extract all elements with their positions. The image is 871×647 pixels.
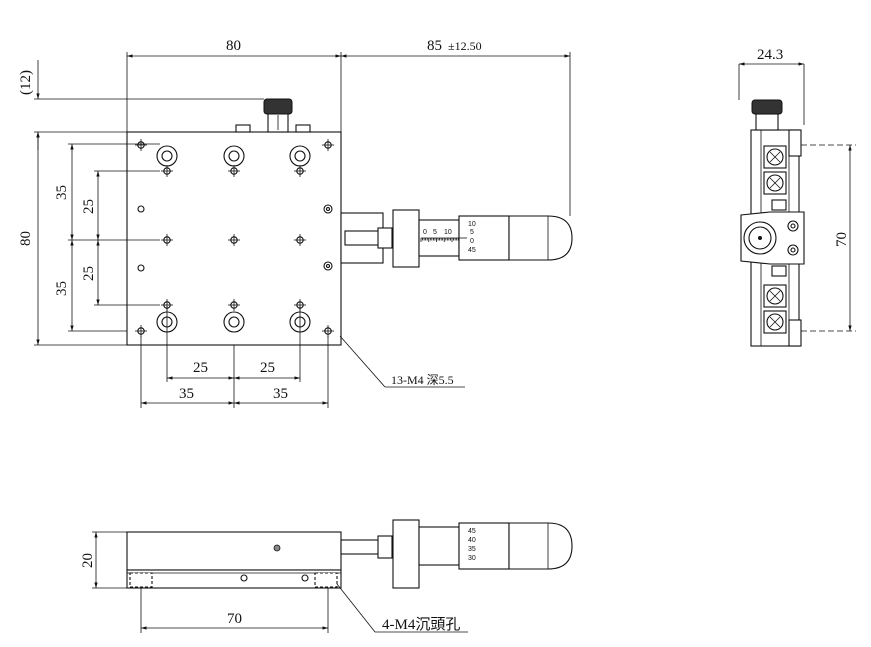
tapped-hole xyxy=(322,139,334,151)
tapped-hole xyxy=(294,234,306,246)
callout-counterbore-holes: 4-M4沉頭孔 xyxy=(382,616,460,633)
thimble-label-1: 10 xyxy=(468,221,476,228)
thimble-label-2: 5 xyxy=(470,229,474,236)
tapped-holes xyxy=(135,139,334,337)
dim-knob-offset: (12) xyxy=(18,70,34,95)
side-screw xyxy=(763,310,787,334)
dim-left-height: 80 xyxy=(18,231,34,246)
lock-knob xyxy=(263,98,293,133)
sleeve-label-0: 0 xyxy=(423,229,427,236)
micrometer-top: 0 5 10 10 5 0 45 xyxy=(340,209,573,268)
dim-bottom-step-right: 25 xyxy=(260,360,275,376)
side-view: 24.3 70 xyxy=(738,47,856,347)
dim-bottom-span-right: 35 xyxy=(273,386,288,402)
tapped-hole xyxy=(135,139,147,151)
dim-front-height: 20 xyxy=(80,553,96,568)
thimble-label-3: 0 xyxy=(470,238,474,245)
dim-span-lower: 35 xyxy=(54,281,70,296)
tapped-hole xyxy=(322,325,334,337)
callout-tapped-holes: 13-M4 深5.5 xyxy=(391,373,454,387)
front-thimble-3: 35 xyxy=(468,546,476,553)
front-thimble-1: 45 xyxy=(468,528,476,535)
dim-step-lower: 25 xyxy=(81,266,97,281)
dim-step-upper: 25 xyxy=(81,199,97,214)
tapped-hole xyxy=(294,299,306,311)
tapped-hole xyxy=(228,165,240,177)
tapped-hole xyxy=(135,325,147,337)
tapped-hole xyxy=(294,165,306,177)
side-screw xyxy=(763,145,787,169)
front-thimble-2: 40 xyxy=(468,537,476,544)
side-screw xyxy=(763,284,787,308)
front-view: 45 40 35 30 20 70 4-M4沉頭孔 xyxy=(80,519,573,633)
dim-bottom-step-left: 25 xyxy=(193,360,208,376)
dim-front-width: 70 xyxy=(227,611,242,627)
side-screw xyxy=(763,171,787,195)
dim-span-upper: 35 xyxy=(54,185,70,200)
tapped-hole xyxy=(161,165,173,177)
dim-top-width: 80 xyxy=(226,38,241,54)
tapped-hole xyxy=(228,234,240,246)
tapped-hole xyxy=(161,299,173,311)
dim-travel: 85 xyxy=(427,38,442,54)
top-view: 0 5 10 10 5 0 45 80 85 ±12.50 (12) 80 xyxy=(18,38,573,408)
sleeve-label-10: 10 xyxy=(444,229,452,236)
dim-travel-tolerance: ±12.50 xyxy=(448,39,482,53)
sleeve-label-5: 5 xyxy=(433,229,437,236)
dim-side-height: 70 xyxy=(834,232,850,247)
dim-bottom-span-left: 35 xyxy=(179,386,194,402)
tapped-hole xyxy=(161,234,173,246)
tapped-hole xyxy=(228,299,240,311)
front-thimble-4: 30 xyxy=(468,555,476,562)
thimble-label-4: 45 xyxy=(468,247,476,254)
dim-side-width: 24.3 xyxy=(757,47,783,63)
